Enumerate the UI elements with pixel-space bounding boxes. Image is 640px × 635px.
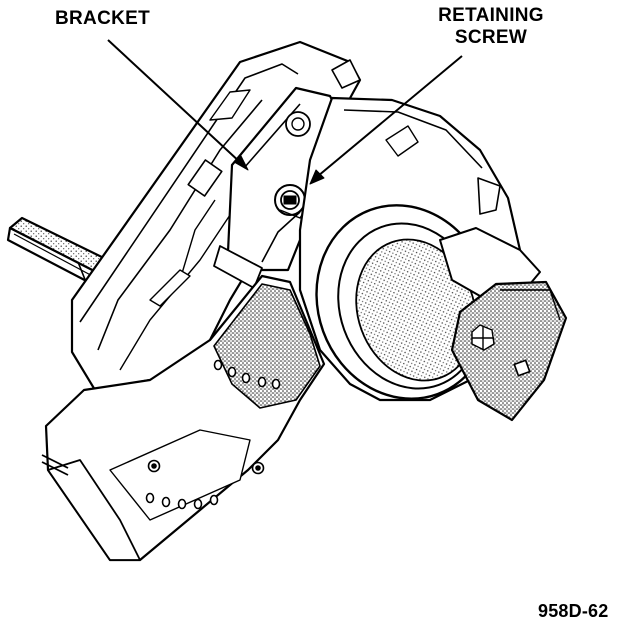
- figure-id: 958D-62: [538, 601, 609, 621]
- bracket-leader-arrow: [233, 155, 249, 171]
- plate-holes: [145, 359, 281, 510]
- screw-leader-arrow: [309, 169, 325, 185]
- retaining-screw-label-line1: RETAINING: [438, 5, 544, 26]
- screw-leader-line: [317, 55, 463, 177]
- actuator-rod: [6, 216, 114, 293]
- bracket-leader-line: [107, 39, 243, 165]
- retaining-screw: [274, 184, 306, 219]
- ignition-key: [439, 227, 568, 422]
- bracket-label: BRACKET: [55, 8, 150, 29]
- retaining-screw-label-line2: SCREW: [454, 27, 528, 48]
- mounting-plate: [41, 274, 326, 562]
- key-logo-icon: [471, 324, 495, 351]
